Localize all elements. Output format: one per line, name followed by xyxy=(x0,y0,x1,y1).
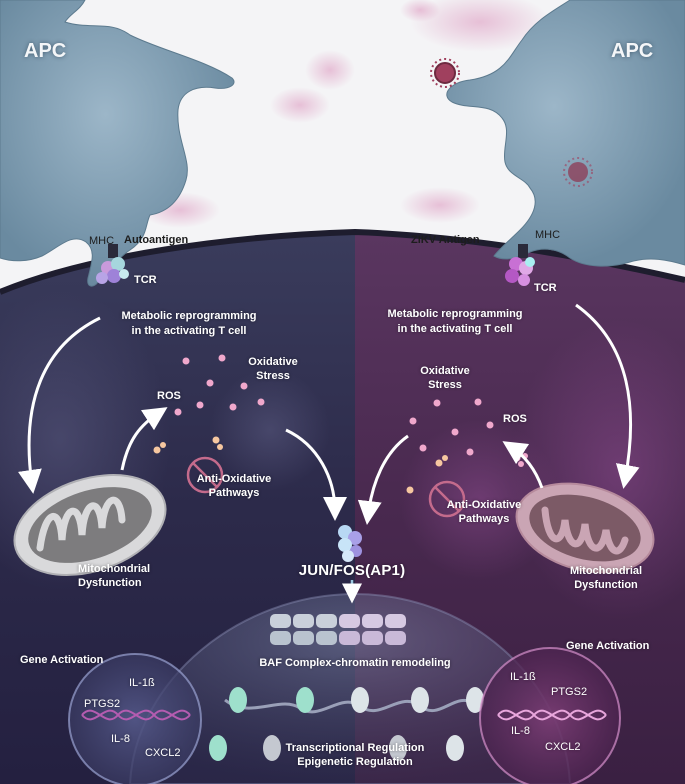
anti-line2-right: Pathways xyxy=(458,513,510,525)
gene-cxcl2-left: CXCL2 xyxy=(145,747,181,759)
transcriptional-label: Transcriptional Regulation xyxy=(285,742,425,754)
tcr-label-left: TCR xyxy=(134,274,157,286)
ap1-protein-icon xyxy=(338,525,362,562)
oxidative-line2-left: Stress xyxy=(256,370,290,382)
pink-haze xyxy=(270,87,330,123)
oxidative-stress-label-left: Oxidative Stress xyxy=(248,355,298,383)
arrow-stress-to-ap1-left xyxy=(285,428,347,521)
mitochondrion-right-icon xyxy=(515,482,655,574)
oxidative-line1-right: Oxidative xyxy=(420,365,470,377)
mhc-tcr-complex-right xyxy=(505,244,535,286)
apc-label-left: APC xyxy=(24,40,67,62)
arrow-stress-to-ap1-right xyxy=(357,434,409,525)
metabolic-line2-right: in the activating T cell xyxy=(397,323,513,335)
mito-label-left: Mitochondrial Dysfunction xyxy=(78,562,150,590)
regulation-label: Transcriptional Regulation Epigenetic Re… xyxy=(255,741,455,769)
tcr-label-right: TCR xyxy=(534,282,557,294)
mito-line1-left: Mitochondrial xyxy=(78,563,151,575)
small-molecule-icon xyxy=(153,436,448,494)
mhc-label-right: MHC xyxy=(535,229,561,241)
baf-label: BAF Complex-chromatin remodeling xyxy=(259,657,451,669)
ros-dots-left xyxy=(174,354,265,416)
antigen-label-right: ZIKV Antigen xyxy=(411,234,480,246)
anti-oxidative-label-right: Anti-Oxidative Pathways xyxy=(436,498,532,526)
nucleosome-stack-icon xyxy=(270,614,406,645)
metabolic-line2-left: in the activating T cell xyxy=(131,325,247,337)
mhc-label-left: MHC xyxy=(89,235,115,247)
apc-label-right: APC xyxy=(611,40,654,62)
zika-virus-icon xyxy=(430,58,460,88)
ros-label-left: ROS xyxy=(157,390,181,402)
chromatin-nucleosomes xyxy=(209,687,484,761)
cell-glow xyxy=(210,370,330,490)
oxidative-line1-left: Oxidative xyxy=(248,356,298,368)
dna-helix-left-icon xyxy=(81,709,191,721)
gene-ptgs2-right: PTGS2 xyxy=(551,686,588,698)
gene-il1b-left: IL-1ß xyxy=(129,677,155,689)
gene-cxcl2-right: CXCL2 xyxy=(545,741,581,753)
mito-line2-left: Dysfunction xyxy=(78,577,142,589)
antigen-label-left: Autoantigen xyxy=(124,234,189,246)
oxidative-line2-right: Stress xyxy=(428,379,462,391)
gene-activation-circle-left xyxy=(68,653,202,784)
pink-haze xyxy=(410,0,550,52)
gene-ptgs2-left: PTGS2 xyxy=(84,698,121,710)
metabolic-line1-right: Metabolic reprogramming xyxy=(387,308,523,320)
ros-label-right: ROS xyxy=(503,413,527,425)
pink-haze xyxy=(400,0,440,22)
gene-il8-right: IL-8 xyxy=(511,725,530,737)
pink-haze xyxy=(400,187,480,223)
anti-line1-left: Anti-Oxidative xyxy=(196,473,272,485)
arrow-metabolic-left xyxy=(18,316,101,494)
metabolic-label-left: Metabolic reprogramming in the activatin… xyxy=(112,309,266,339)
arrow-metabolic-right xyxy=(575,303,640,489)
mito-label-right: Mitochondrial Dysfunction xyxy=(556,564,656,592)
prohibition-icon xyxy=(186,456,224,494)
dna-helix-right-icon xyxy=(497,709,607,721)
mito-line2-right: Dysfunction xyxy=(574,579,638,591)
apc-left xyxy=(0,0,235,287)
arrow-mito-to-ros-left xyxy=(120,407,168,471)
metabolic-line1-left: Metabolic reprogramming xyxy=(121,310,257,322)
gene-il8-left: IL-8 xyxy=(111,733,130,745)
gene-il1b-right: IL-1ß xyxy=(510,671,536,683)
oxidative-stress-label-right: Oxidative Stress xyxy=(420,364,470,392)
pink-haze xyxy=(305,50,355,90)
mitochondrion-left-icon xyxy=(13,474,167,576)
anti-line1-right: Anti-Oxidative xyxy=(446,499,522,511)
prohibition-icon xyxy=(428,480,466,518)
mhc-tcr-complex-left xyxy=(96,244,129,284)
anti-oxidative-label-left: Anti-Oxidative Pathways xyxy=(186,472,282,500)
apc-right xyxy=(446,0,685,267)
mito-line1-right: Mitochondrial xyxy=(569,565,643,577)
anti-line2-left: Pathways xyxy=(208,487,260,499)
ap1-label: JUN/FOS(AP1) xyxy=(298,562,406,579)
gene-activation-label-left: Gene Activation xyxy=(20,654,104,666)
metabolic-label-right: Metabolic reprogramming in the activatin… xyxy=(378,307,532,337)
arrow-mito-to-ros-right xyxy=(502,441,544,489)
epigenetic-label: Epigenetic Regulation xyxy=(297,756,413,768)
gene-activation-label-right: Gene Activation xyxy=(566,640,650,652)
zika-virus-icon xyxy=(563,157,593,187)
